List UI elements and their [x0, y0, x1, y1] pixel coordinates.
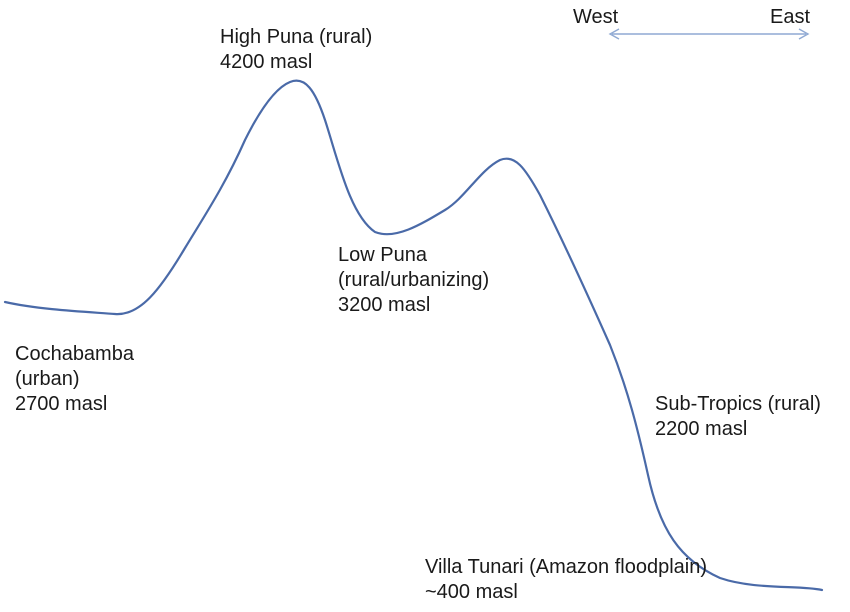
arrow-head-east-icon [798, 28, 810, 40]
direction-arrow [608, 28, 810, 40]
zone-label-cochabamba: Cochabamba (urban) 2700 masl [15, 342, 134, 417]
zone-type: (rural/urbanizing) [338, 269, 490, 291]
direction-label-east: East [770, 6, 811, 28]
zone-elevation: 3200 masl [338, 294, 431, 316]
zone-label-sub-tropics: Sub-Tropics (rural) 2200 masl [655, 392, 821, 442]
zone-elevation: 4200 masl [220, 51, 313, 73]
zone-name: Sub-Tropics (rural) [655, 393, 821, 415]
zone-label-villa-tunari: Villa Tunari (Amazon floodplain) ~400 ma… [425, 555, 707, 605]
zone-name: High Puna (rural) [220, 26, 373, 48]
zone-type: (urban) [15, 368, 80, 390]
zone-label-low-puna: Low Puna (rural/urbanizing) 3200 masl [338, 243, 489, 318]
zone-name: Villa Tunari (Amazon floodplain) [425, 556, 708, 578]
zone-elevation: 2200 masl [655, 418, 748, 440]
zone-elevation: 2700 masl [15, 393, 108, 415]
zone-elevation: ~400 masl [425, 581, 518, 603]
zone-label-high-puna: High Puna (rural) 4200 masl [220, 25, 372, 75]
arrow-head-west-icon [608, 28, 620, 40]
zone-name: Low Puna [338, 244, 427, 266]
zone-name: Cochabamba [15, 343, 134, 365]
elevation-profile-line [3, 79, 824, 592]
direction-label-west: West [573, 6, 619, 28]
